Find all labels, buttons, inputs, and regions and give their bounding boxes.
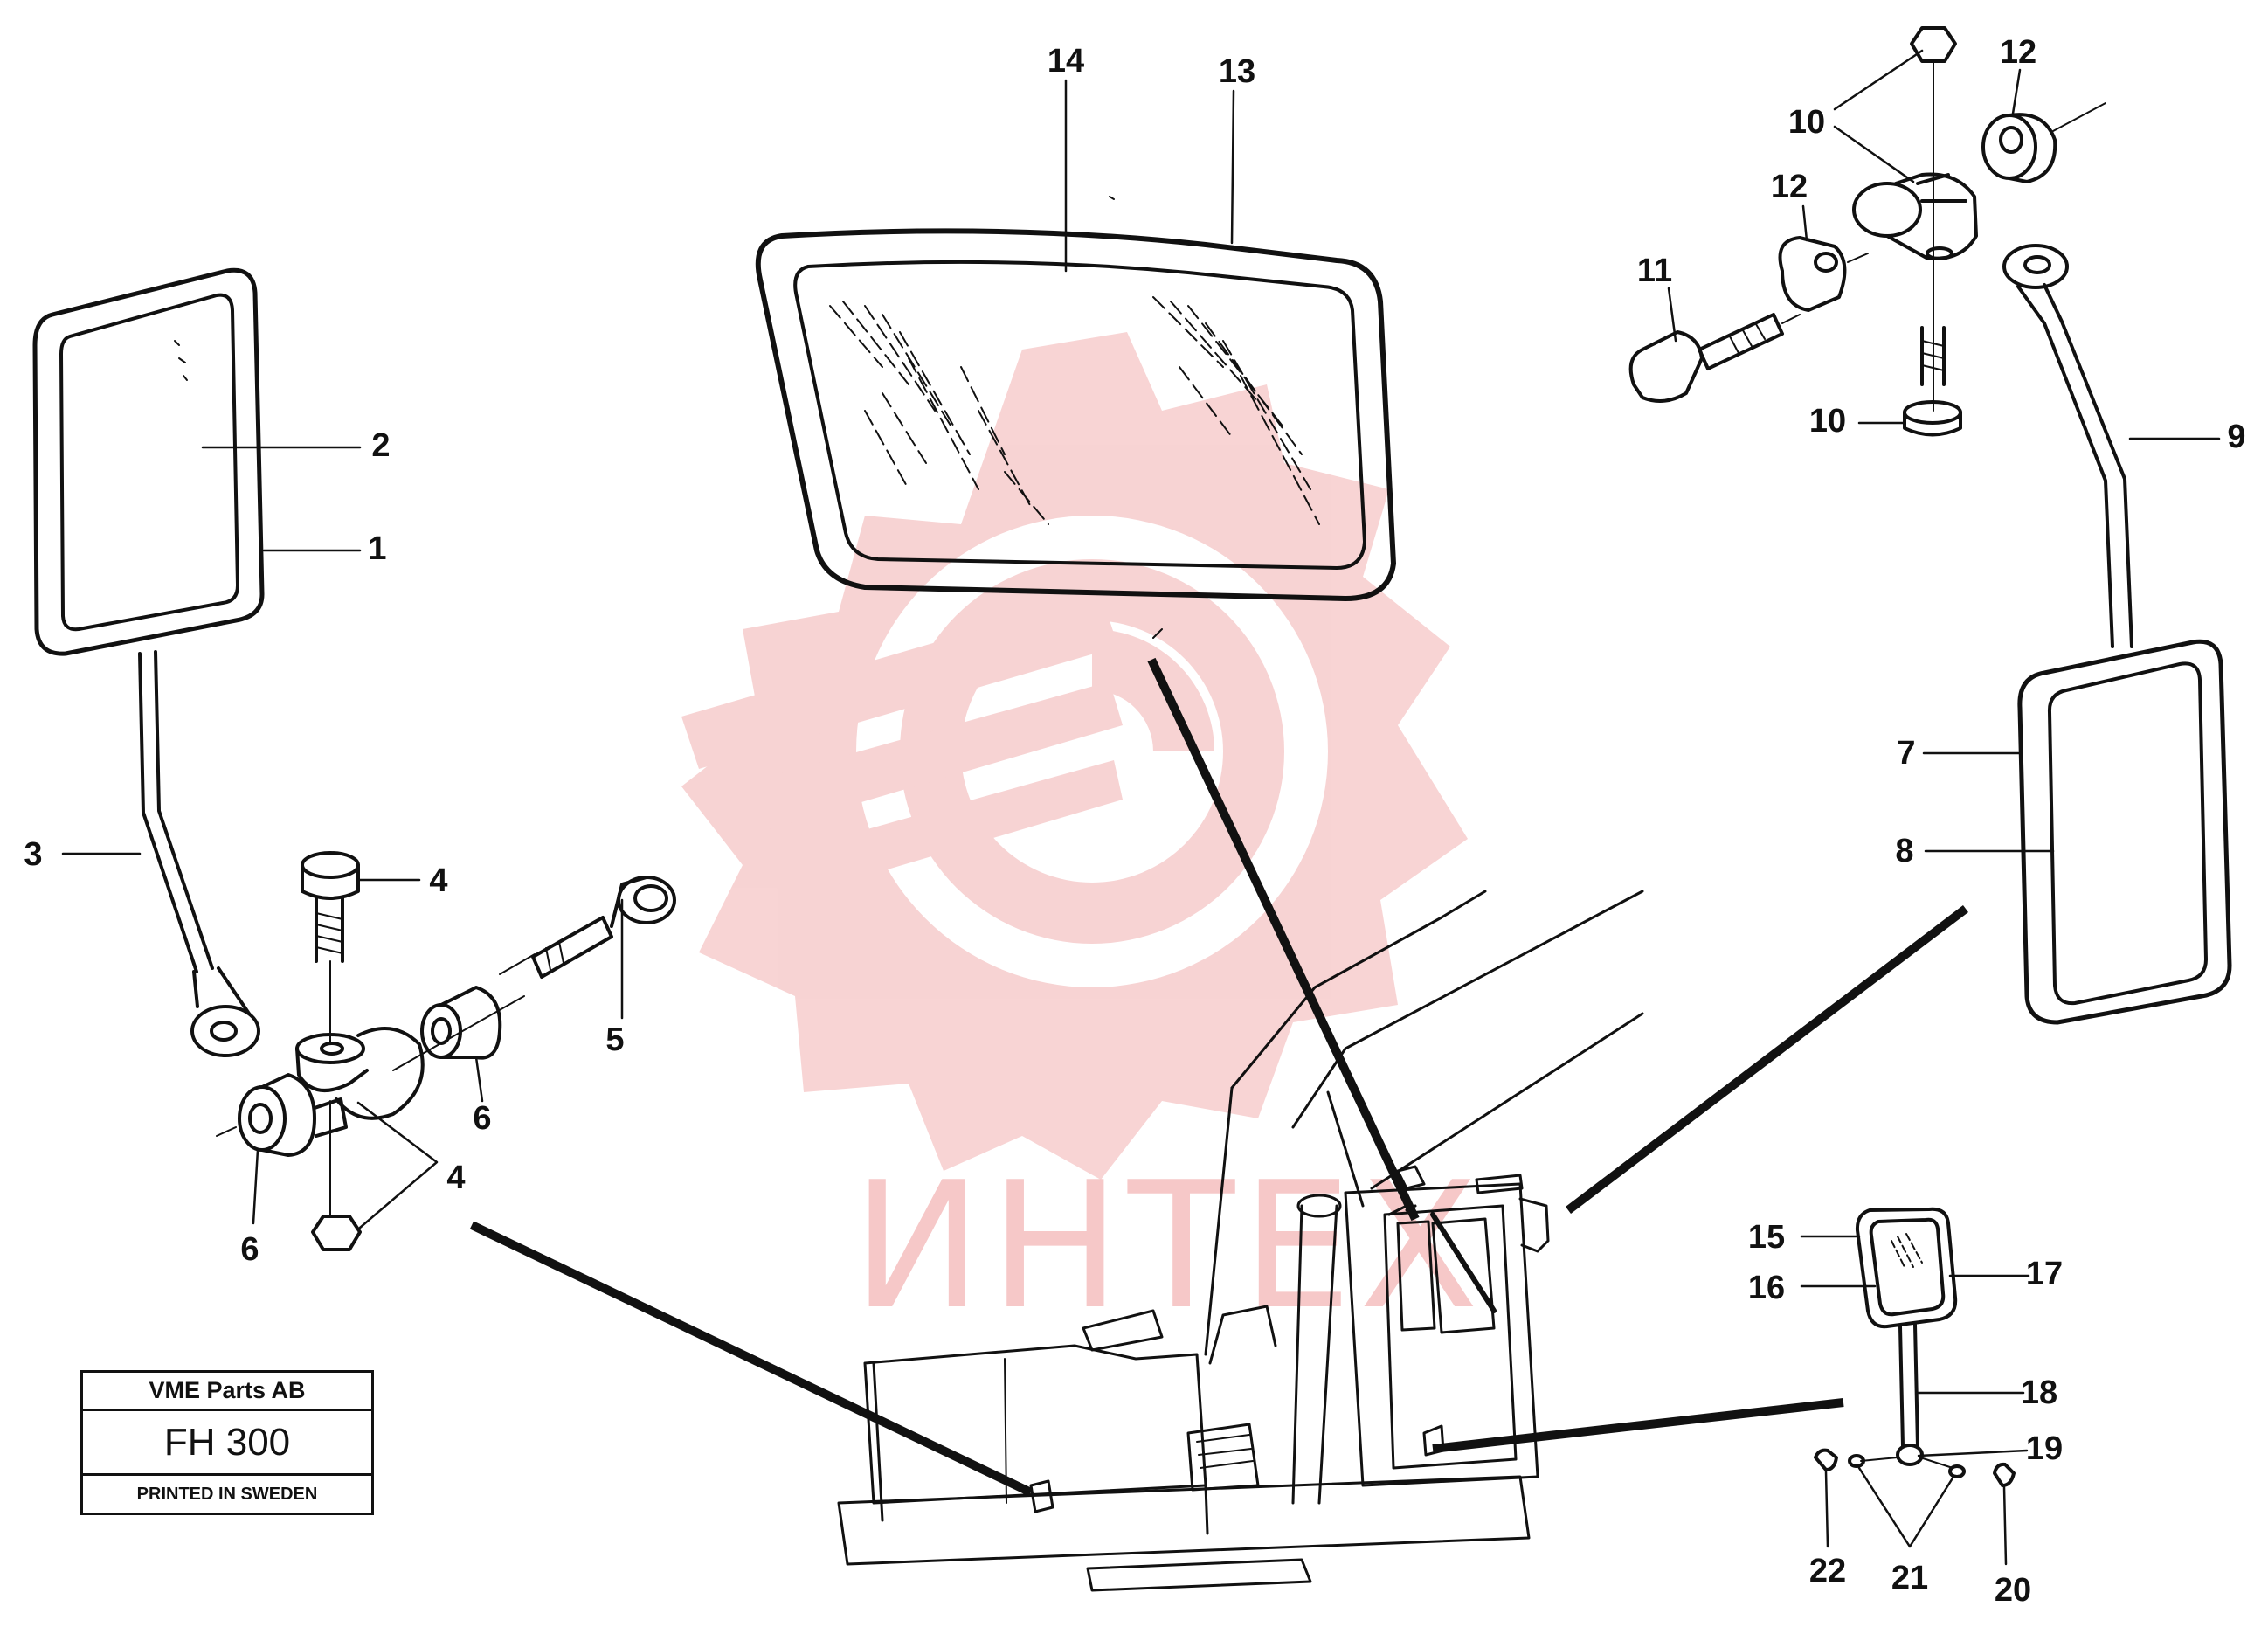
callout-13: 13 (1219, 53, 1255, 90)
callout-12: 12 (2000, 34, 2036, 71)
callout-5: 5 (605, 1021, 624, 1058)
callout-12: 12 (1771, 169, 1808, 205)
callout-2: 2 (371, 427, 390, 464)
right-bracket-assembly (1628, 26, 2133, 648)
callout-3: 3 (24, 836, 42, 873)
left-mirror (32, 267, 265, 1057)
right-mirror (2017, 639, 2232, 1025)
callout-6: 6 (240, 1231, 259, 1268)
stamp-company: VME Parts AB (83, 1373, 371, 1411)
callout-22: 22 (1809, 1553, 1846, 1589)
callout-4: 4 (429, 862, 447, 899)
watermark-text: ИНТЕХ (852, 1145, 1486, 1348)
callout-21: 21 (1891, 1560, 1928, 1596)
callout-15: 15 (1748, 1219, 1785, 1256)
callout-4: 4 (446, 1160, 465, 1196)
callout-16: 16 (1748, 1270, 1785, 1306)
callout-18: 18 (2021, 1374, 2057, 1411)
small-mirror-assembly (1814, 1207, 2016, 1487)
watermark-logo (681, 332, 1468, 1180)
left-bracket-assembly (216, 851, 676, 1251)
stamp-model: FH 300 (83, 1411, 371, 1476)
leader-lines (469, 657, 1969, 1497)
callout-11: 11 (1637, 253, 1672, 289)
callout-10: 10 (1809, 403, 1846, 440)
title-stamp: VME Parts AB FH 300 PRINTED IN SWEDEN (80, 1370, 374, 1515)
callout-10: 10 (1788, 104, 1825, 141)
callout-14: 14 (1048, 43, 1084, 80)
callout-8: 8 (1895, 833, 1913, 869)
callout-19: 19 (2026, 1430, 2063, 1467)
callout-20: 20 (1995, 1572, 2031, 1609)
stamp-printed: PRINTED IN SWEDEN (136, 1484, 318, 1504)
callout-lines (61, 49, 2221, 1566)
callout-1: 1 (368, 530, 386, 567)
windshield (755, 196, 1396, 639)
callout-7: 7 (1897, 735, 1915, 772)
callout-9: 9 (2227, 419, 2245, 455)
machine-cab (837, 890, 1644, 1592)
callout-6: 6 (473, 1100, 491, 1137)
callout-17: 17 (2026, 1256, 2063, 1292)
